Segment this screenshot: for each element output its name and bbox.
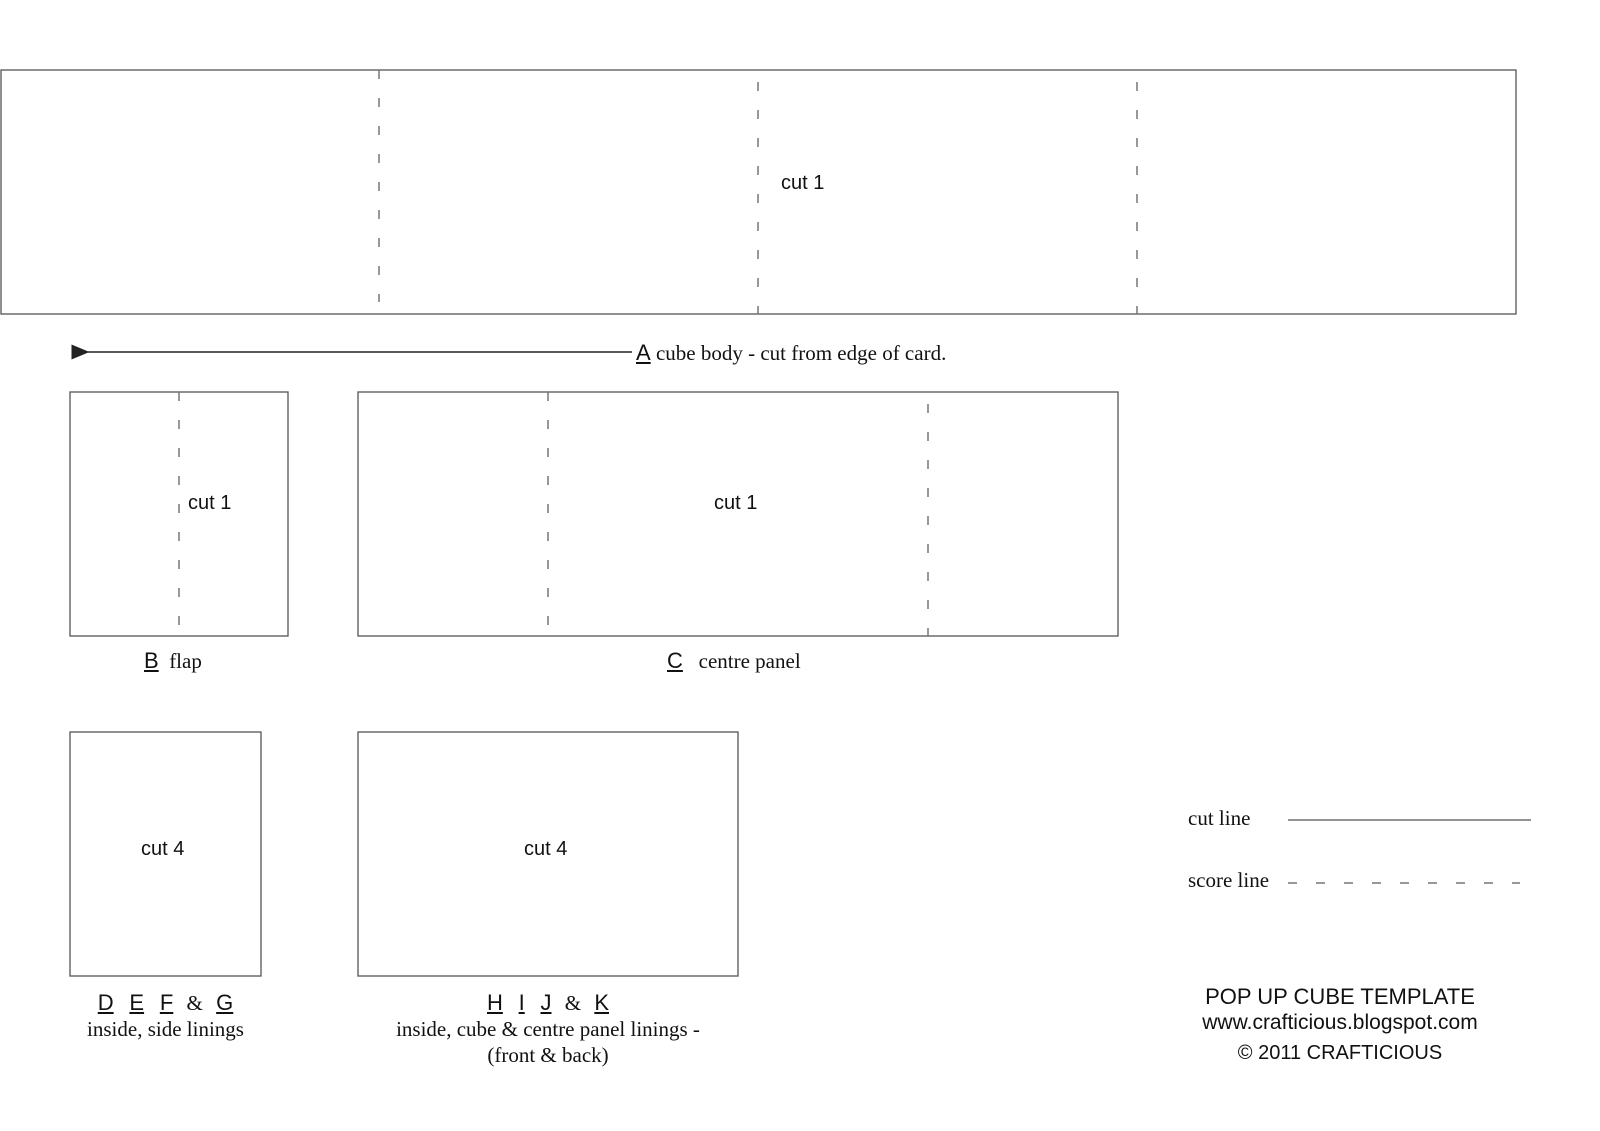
footer-copyright: © 2011 CRAFTICIOUS [1237,1042,1443,1064]
piece-b-description: flap [169,649,202,673]
piece-b-caption: B flap [144,648,202,674]
legend-cut-line-label: cut line [1188,806,1251,830]
piece-f-letter: F [159,990,174,1015]
piece-c-outline [357,391,1119,637]
piece-i-letter: I [518,990,525,1015]
ampersand: & [564,991,582,1015]
footer-title: POP UP CUBE TEMPLATE [1205,984,1475,1009]
piece-b-cut-count: cut 1 [188,492,232,514]
piece-j-letter: J [540,990,552,1015]
piece-c-letter: C [667,648,683,673]
piece-a-description: cube body - cut from edge of card. [655,341,947,365]
piece-defg-cut-count: cut 4 [141,838,185,860]
piece-c-cut-count: cut 1 [714,492,758,514]
piece-hijk-outline [357,731,739,977]
piece-a-caption: A cube body - cut from edge of card. [636,340,946,366]
piece-defg-description: inside, side linings [87,1017,244,1041]
piece-hijk-description-line1: inside, cube & centre panel linings - [396,1017,700,1041]
piece-hijk-description-line2: (front & back) [487,1043,609,1067]
piece-defg-letters: D E F & G [70,990,261,1016]
piece-a-letter: A [636,340,651,365]
piece-b-letter: B [144,648,159,673]
piece-hijk-cut-count: cut 4 [524,838,568,860]
piece-a-outline [0,69,1517,315]
piece-a-cut-count: cut 1 [781,172,825,194]
piece-d-letter: D [97,990,114,1015]
piece-hijk-letters: H I J & K [358,990,738,1016]
piece-e-letter: E [129,990,145,1015]
piece-g-letter: G [216,990,234,1015]
ampersand: & [186,991,203,1015]
piece-k-letter: K [594,990,610,1015]
legend-score-line-label: score line [1188,868,1270,892]
piece-c-caption: C centre panel [667,648,801,674]
piece-defg-outline [69,731,262,977]
piece-h-letter: H [486,990,503,1015]
footer-url: www.crafticious.blogspot.com [1202,1011,1478,1034]
piece-c-description: centre panel [698,649,801,673]
